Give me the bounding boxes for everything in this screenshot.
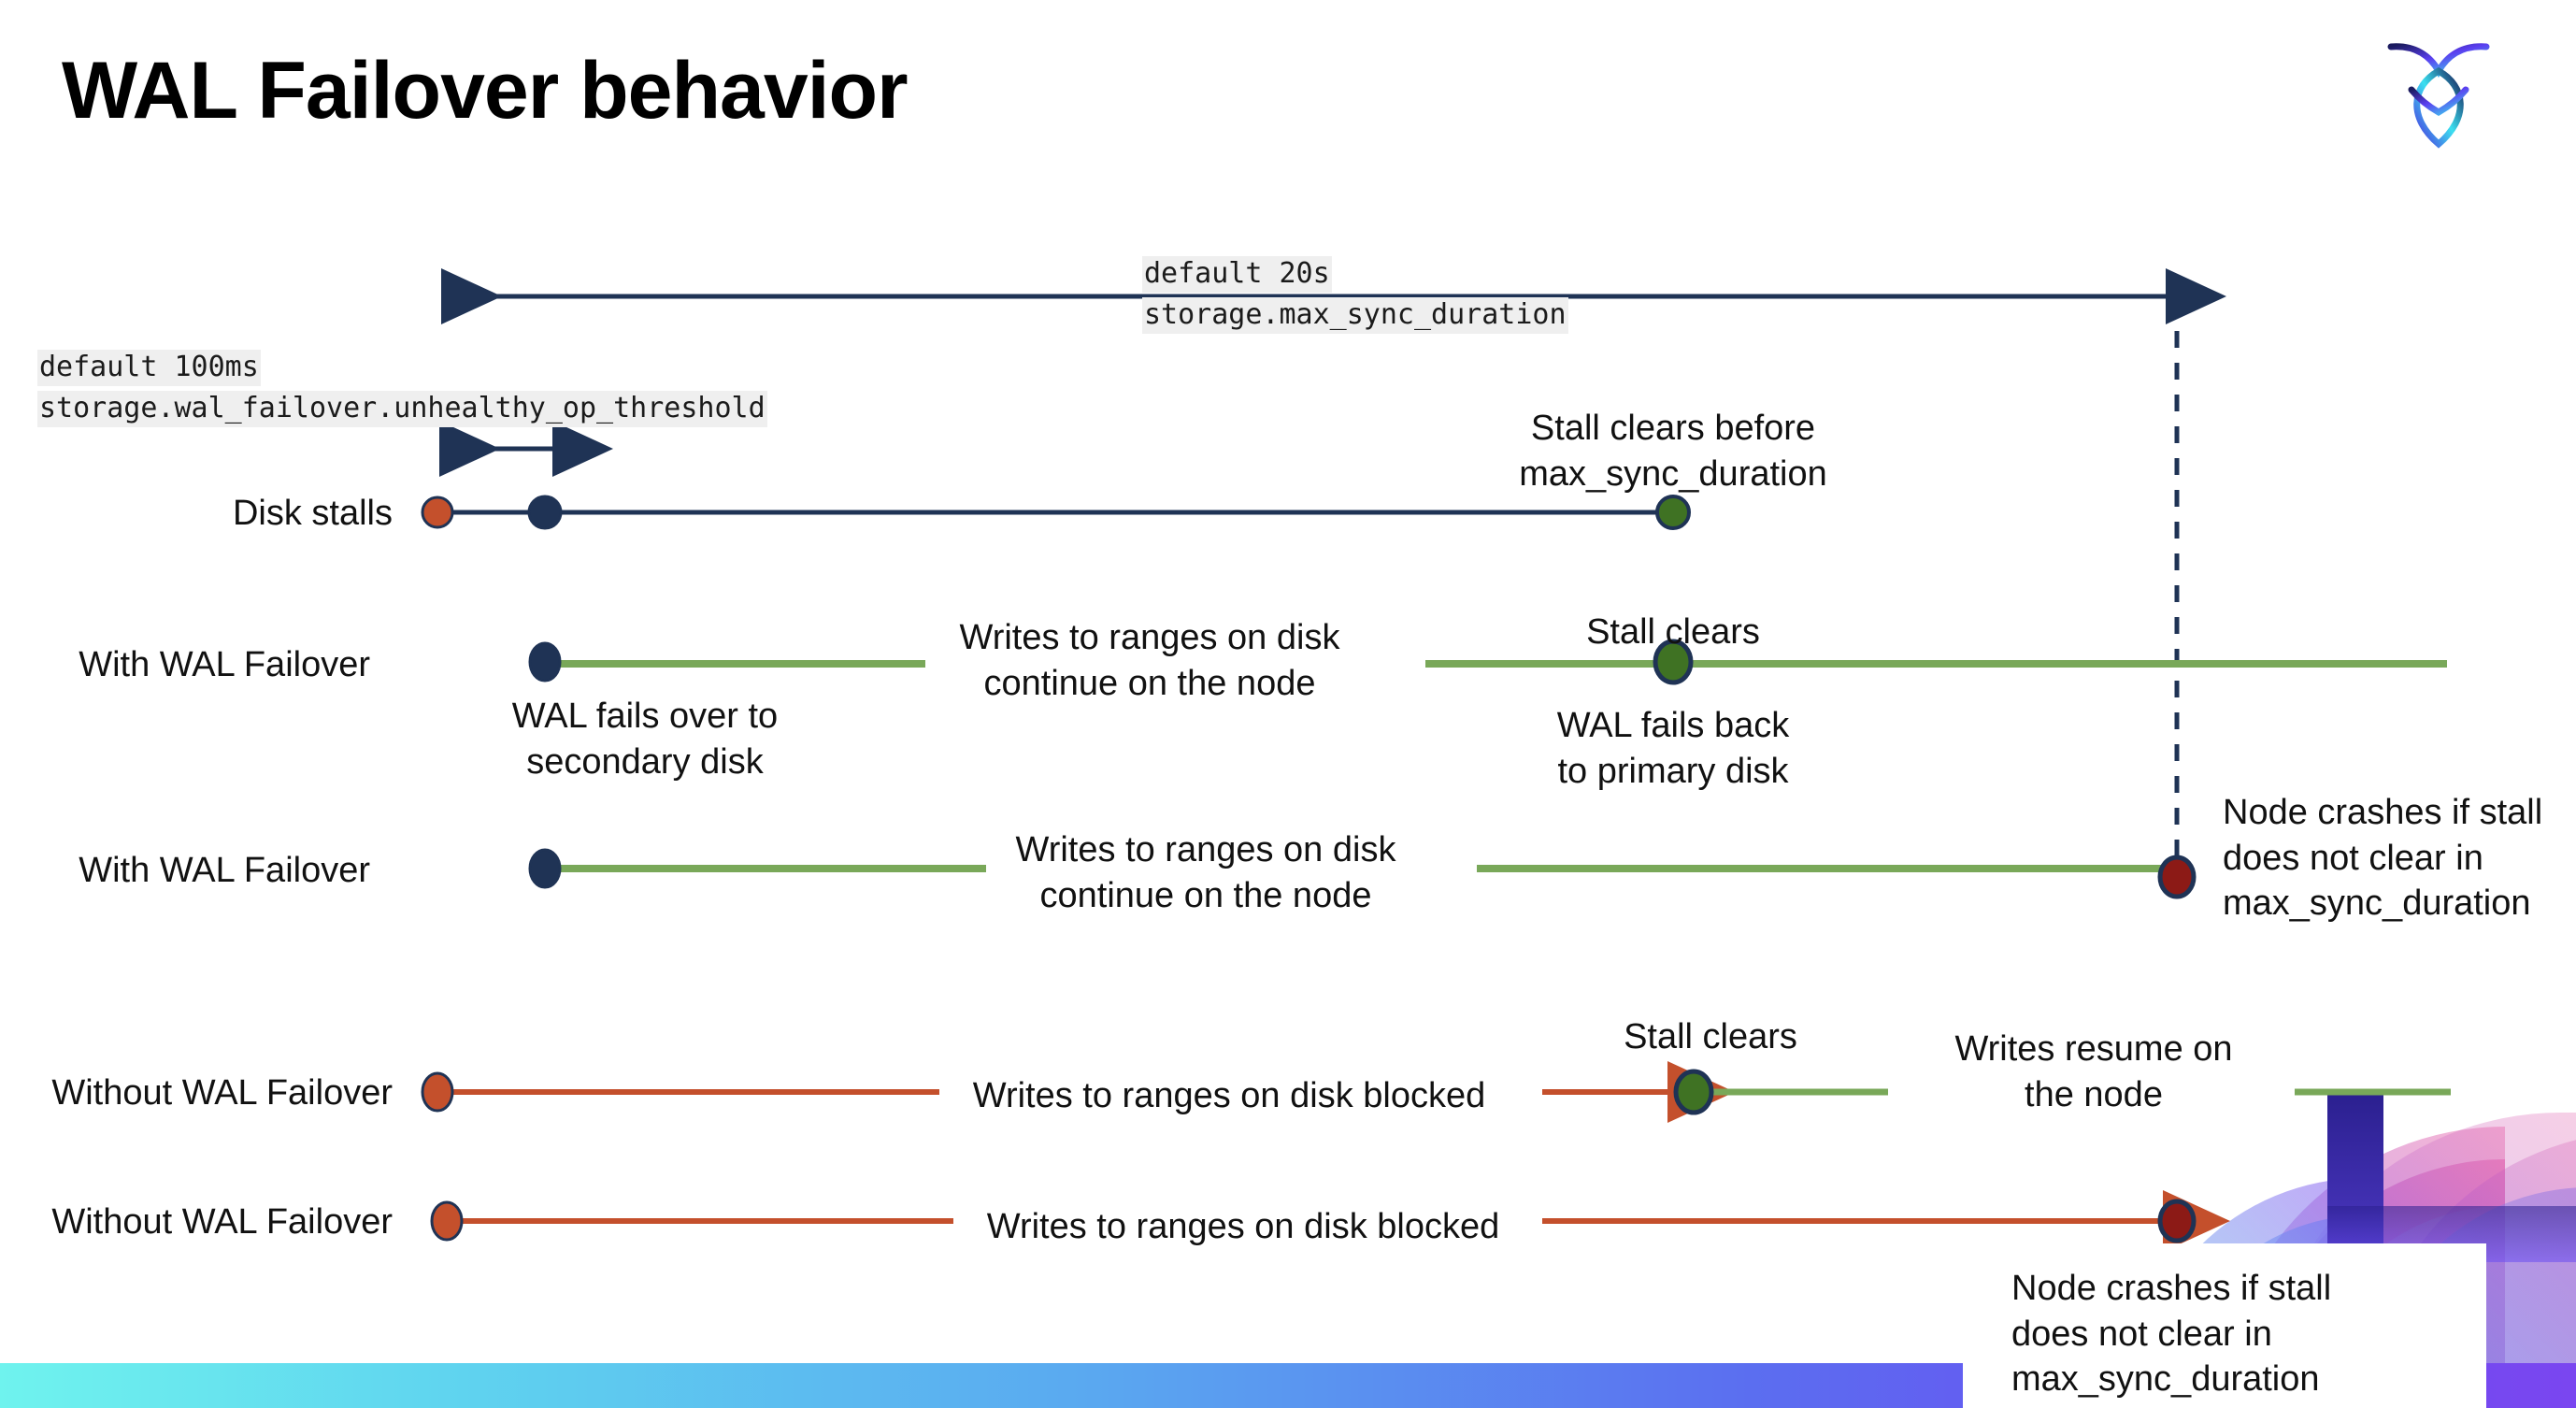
annotation-node-crashes-1: Node crashes if stall does not clear in … <box>2223 793 2543 924</box>
marker-node-crash <box>2157 1199 2197 1243</box>
annotation-stall-clears-before: Stall clears before max_sync_duration <box>1519 409 1827 494</box>
unhealthy-setting-label: storage.wal_failover.unhealthy_op_thresh… <box>37 391 767 427</box>
row-label-disk-stalls: Disk stalls <box>232 494 393 533</box>
annotation-writes-resume: Writes resume on the node <box>1954 1029 2233 1114</box>
row-with-wal-failover-2-track <box>528 848 2197 899</box>
marker-stall-start <box>430 1200 464 1242</box>
row-label-without-wal-failover-2: Without WAL Failover <box>51 1202 393 1242</box>
page-title: WAL Failover behavior <box>62 46 909 136</box>
marker-failover <box>528 641 562 682</box>
annotation-writes-continue-2: Writes to ranges on disk continue on the… <box>1015 830 1396 915</box>
marker-stall-start <box>421 1071 454 1113</box>
annotation-writes-continue-1: Writes to ranges on disk continue on the… <box>959 618 1340 703</box>
annotation-node-crashes-2: Node crashes if stall does not clear in … <box>2011 1269 2332 1400</box>
row-without-wal-failover-2-track <box>430 1190 2230 1252</box>
cockroachdb-logo-icon <box>2387 43 2490 149</box>
row-label-with-wal-failover-1: With WAL Failover <box>79 645 370 684</box>
marker-failover <box>527 495 563 530</box>
annotation-stall-clears-2: Stall clears <box>1624 1017 1797 1056</box>
marker-stall-clear <box>1673 1069 1714 1115</box>
row-label-without-wal-failover-1: Without WAL Failover <box>51 1073 393 1113</box>
max-sync-default-label: default 20s <box>1142 256 1332 293</box>
annotation-writes-blocked-2: Writes to ranges on disk blocked <box>986 1207 1500 1246</box>
annotation-wal-fails-back: WAL fails back to primary disk <box>1556 706 1790 791</box>
annotation-writes-blocked-1: Writes to ranges on disk blocked <box>972 1076 1486 1115</box>
max-sync-setting-label: storage.max_sync_duration <box>1142 297 1568 334</box>
marker-node-crash <box>2157 855 2197 899</box>
row-label-with-wal-failover-2: With WAL Failover <box>79 851 370 890</box>
row-without-wal-failover-1-track <box>421 1061 2451 1123</box>
row-with-wal-failover-1-track <box>528 639 2447 685</box>
annotation-wal-fails-over: WAL fails over to secondary disk <box>511 697 779 782</box>
unhealthy-default-label: default 100ms <box>37 350 261 386</box>
marker-stall-start <box>421 496 454 529</box>
annotation-stall-clears-1: Stall clears <box>1586 612 1760 652</box>
marker-stall-clear <box>1655 495 1691 530</box>
callout-backdrop <box>1963 1243 2486 1408</box>
row-disk-stalls-track <box>421 495 1691 530</box>
marker-stall-clear <box>1653 639 1694 685</box>
marker-failover <box>528 848 562 889</box>
